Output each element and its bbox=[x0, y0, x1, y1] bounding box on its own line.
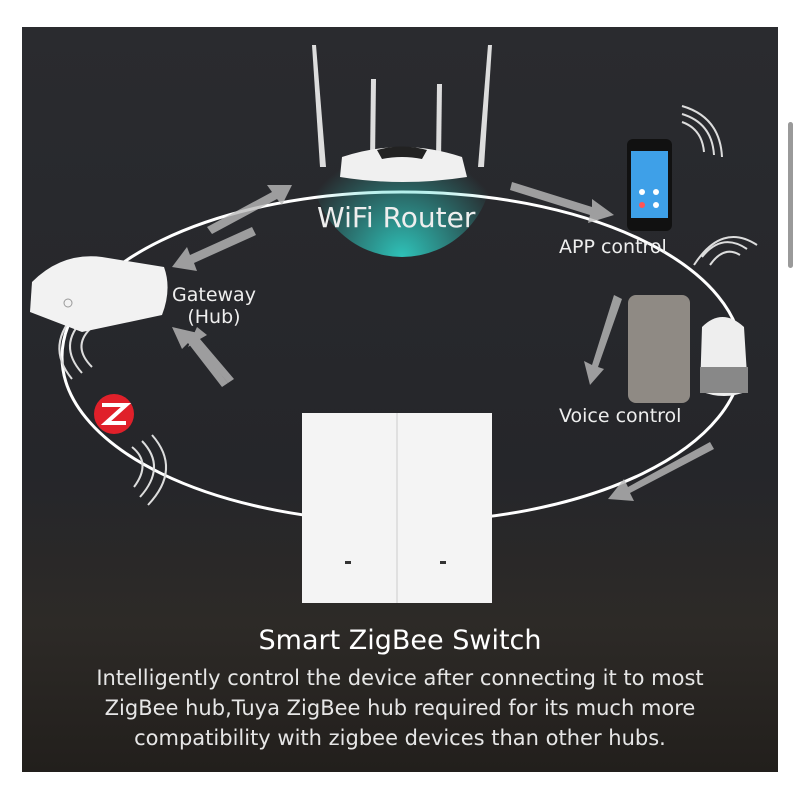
signal-waves-icon bbox=[58, 105, 758, 506]
gateway-icon bbox=[30, 256, 168, 332]
hub-text: (Hub) bbox=[187, 306, 241, 328]
speaker-icons bbox=[628, 295, 748, 403]
switch-icon bbox=[302, 413, 492, 603]
zigbee-logo-icon bbox=[94, 394, 134, 434]
gateway-text: Gateway bbox=[172, 284, 256, 306]
diagram-graphic bbox=[30, 45, 758, 603]
product-title: Smart ZigBee Switch bbox=[258, 625, 542, 656]
scrollbar[interactable] bbox=[788, 122, 793, 268]
product-description: Intelligently control the device after c… bbox=[96, 666, 704, 750]
phone-icon bbox=[627, 139, 672, 231]
router-icon bbox=[312, 45, 492, 257]
router-label: WiFi Router bbox=[317, 201, 476, 234]
arrow-icons bbox=[172, 182, 714, 501]
product-image: WiFi Router APP control Gateway(Hub) Voi… bbox=[22, 27, 778, 772]
gateway-label: Gateway(Hub) bbox=[172, 284, 256, 328]
app-control-label: APP control bbox=[559, 236, 667, 258]
voice-control-label: Voice control bbox=[559, 405, 682, 427]
